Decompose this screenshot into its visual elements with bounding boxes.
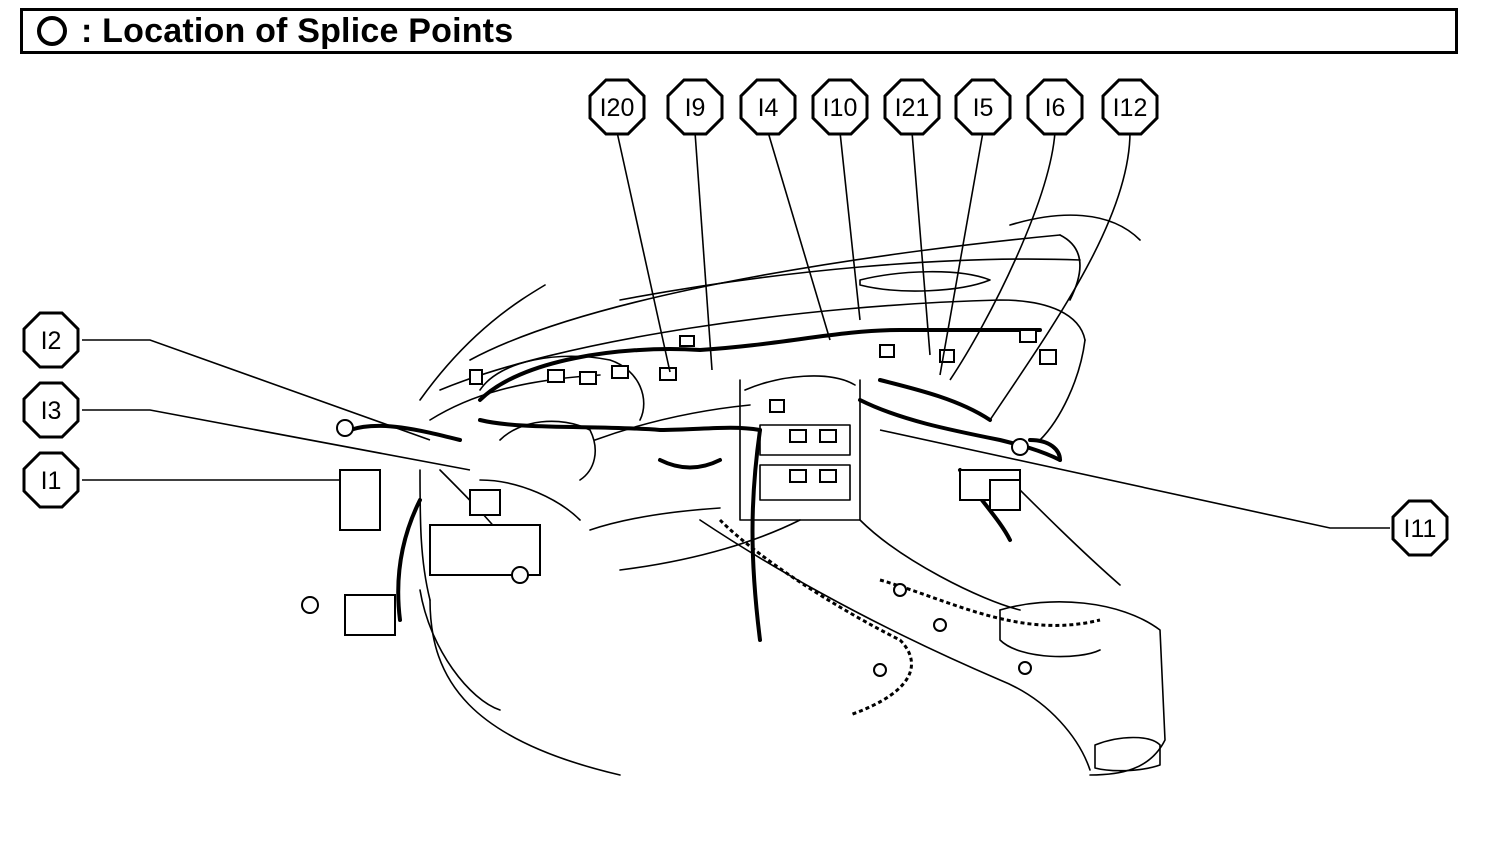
splice-label-I2: I2 — [22, 311, 80, 369]
splice-label-I4: I4 — [739, 78, 797, 136]
splice-label-text: I6 — [1045, 94, 1066, 122]
circle-icon — [37, 16, 67, 46]
splice-label-text: I2 — [41, 327, 62, 355]
splice-label-I11: I11 — [1391, 499, 1449, 557]
splice-label-I20: I20 — [588, 78, 646, 136]
splice-label-text: I21 — [895, 94, 930, 122]
connectors — [301, 329, 1057, 677]
splice-label-text: I4 — [758, 94, 779, 122]
splice-label-text: I1 — [41, 467, 62, 495]
splice-label-I3: I3 — [22, 381, 80, 439]
splice-label-text: I9 — [685, 94, 706, 122]
splice-label-text: I10 — [823, 94, 858, 122]
splice-label-I21: I21 — [883, 78, 941, 136]
splice-label-I12: I12 — [1101, 78, 1159, 136]
dashed-harness — [718, 518, 1101, 717]
splice-label-I1: I1 — [22, 451, 80, 509]
splice-label-I6: I6 — [1026, 78, 1084, 136]
splice-label-text: I5 — [973, 94, 994, 122]
splice-label-text: I11 — [1404, 515, 1437, 543]
splice-label-text: I20 — [600, 94, 635, 122]
splice-label-I10: I10 — [811, 78, 869, 136]
splice-label-I5: I5 — [954, 78, 1012, 136]
splice-label-text: I3 — [41, 397, 62, 425]
leader-lines — [82, 131, 1390, 529]
splice-label-I9: I9 — [666, 78, 724, 136]
page-title: : Location of Splice Points — [81, 11, 514, 50]
splice-label-text: I12 — [1113, 94, 1148, 122]
wire-harness — [348, 327, 1062, 642]
dashboard-illustration — [419, 214, 1166, 776]
title-bar: : Location of Splice Points — [20, 8, 1458, 54]
